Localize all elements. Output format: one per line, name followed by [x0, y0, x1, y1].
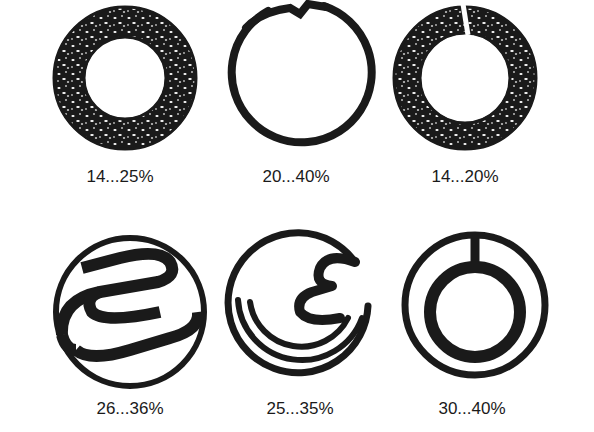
percentage-label: 30...40% — [438, 400, 505, 419]
split-ring — [393, 4, 537, 150]
percentage-label: 26...36% — [96, 400, 163, 419]
thin-ring-overlap — [232, 4, 372, 142]
s-band-ring — [56, 238, 204, 386]
double-ring — [405, 235, 545, 375]
c-band-ring — [228, 233, 368, 373]
percentage-label: 14...20% — [431, 168, 498, 187]
percentage-label: 20...40% — [262, 168, 329, 187]
percentage-label: 14...25% — [86, 168, 153, 187]
percentage-label: 25...35% — [266, 400, 333, 419]
solid-ring — [53, 6, 197, 150]
